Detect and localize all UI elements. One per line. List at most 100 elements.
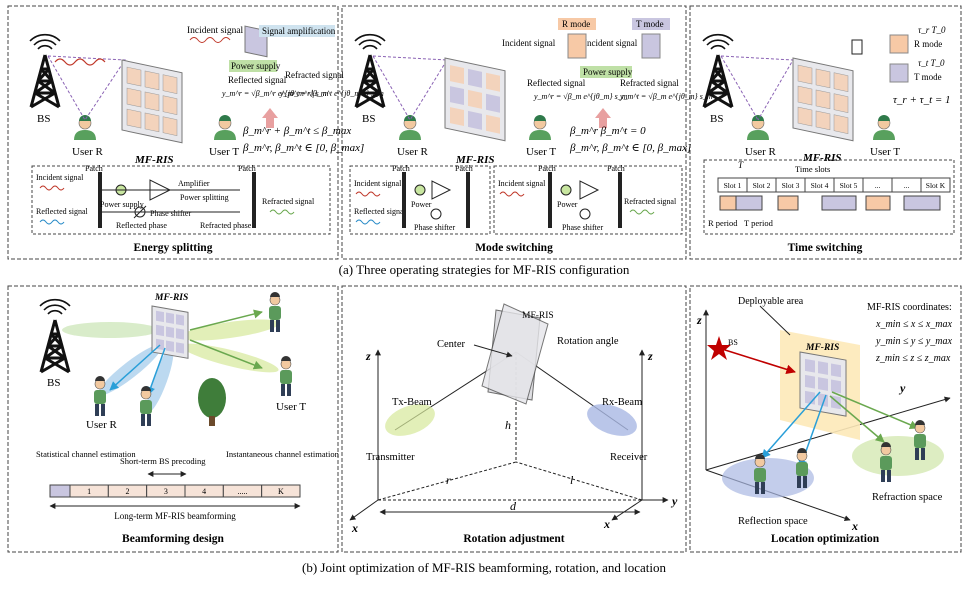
d-reflected-2: Reflected signal — [354, 207, 407, 216]
caption-b: (b) Joint optimization of MF-RIS beamfor… — [302, 560, 666, 575]
energy-splitting-scene: BS User R MF-RIS Incident signal Signal … — [28, 25, 384, 254]
ris-label-4: MF-RIS — [154, 293, 188, 303]
mode-constraint-2: β_m^r, β_m^t ∈ [0, β_max] — [569, 142, 691, 154]
transmitter-label: Transmitter — [366, 452, 415, 463]
up-arrow-icon-2 — [595, 108, 611, 128]
t-mode-label-3: T mode — [914, 72, 942, 82]
up-arrow-icon — [262, 108, 278, 128]
ris-label-2: MF-RIS — [455, 154, 495, 166]
d-patch-2: Patch — [238, 164, 256, 173]
mode-switching-title: Mode switching — [475, 242, 553, 254]
ris-label-loc: MF-RIS — [805, 343, 839, 353]
incident-2-label: Incident signal — [584, 38, 638, 48]
user-t-label-4: User T — [276, 401, 306, 413]
user-t-label-2: User T — [526, 146, 556, 158]
center-label: Center — [437, 339, 465, 350]
frame-block-label: 1 — [87, 487, 91, 496]
eq-refracted: y_m^t = √β_m^t e^{jθ_m^t} s_m — [279, 89, 384, 98]
ris-label-5: MF-RIS — [522, 311, 554, 321]
time-slot-label: Slot 4 — [811, 181, 829, 190]
d-patch-m1: Patch — [392, 164, 410, 173]
time-switching-scene: BS User R MF-RIS τ_r T_0 R mode τ_t T_0 … — [701, 25, 955, 254]
user-t-label: User T — [209, 146, 239, 158]
axis-z-loc: z — [696, 313, 702, 327]
axis-y: y — [670, 494, 678, 508]
frame-block-label: 3 — [164, 487, 168, 496]
d-incident-label: Incident signal — [36, 173, 84, 182]
axis-x-left: x — [351, 521, 358, 535]
refraction-space-label: Refraction space — [872, 492, 943, 503]
reflected-signal-label: Reflected signal — [228, 75, 287, 85]
mf-ris-panel-4 — [151, 305, 189, 359]
power-supply-box — [229, 60, 277, 72]
user-r-icon — [73, 114, 97, 141]
user-t-label-3: User T — [870, 146, 900, 158]
d-incident-1: Incident signal — [354, 179, 402, 188]
coord-x-range: x_min ≤ x ≤ x_max — [875, 319, 953, 330]
axis-x-loc: x — [851, 519, 858, 533]
label-h: h — [505, 418, 511, 432]
eq-r-2: y_m^r = √β_m e^{jθ_m} s_m — [533, 92, 628, 101]
coord-z-range: z_min ≤ z ≤ z_max — [875, 353, 951, 364]
incident-1-label: Incident signal — [502, 38, 556, 48]
user-t-icon-2 — [528, 114, 552, 141]
instantaneous-estimation-label: Instantaneous channel estimation — [226, 449, 340, 459]
panel-energy-splitting — [7, 5, 339, 260]
d-refracted-2: Refracted signal — [624, 197, 677, 206]
user-t-icon-4 — [279, 355, 293, 397]
time-slot-label: Slot 2 — [753, 181, 771, 190]
r-mode-label-3: R mode — [914, 39, 942, 49]
statistical-estimation-label: Statistical channel estimation — [36, 449, 136, 459]
user-icon-2 — [139, 385, 153, 427]
user-r-label-4: User R — [86, 419, 118, 431]
refracted-label-2: Refracted signal — [620, 78, 679, 88]
bs-tower-icon — [28, 33, 62, 109]
time-slot-label: Slot K — [926, 181, 946, 190]
r-mode-box — [558, 18, 596, 30]
tree-icon — [198, 378, 226, 418]
panel-beamforming — [7, 285, 339, 553]
t-mode-box — [632, 18, 670, 30]
refraction-space-area — [852, 436, 944, 476]
bs-label-4: BS — [47, 377, 60, 389]
label-d: d — [510, 499, 517, 513]
refracted-signal-label: Refracted signal — [285, 70, 344, 80]
axis-z-right: z — [647, 349, 653, 363]
time-constraint: τ_r + τ_t = 1 — [893, 94, 951, 106]
bs-star-icon — [707, 336, 731, 360]
d-amplifier-label: Amplifier — [178, 179, 210, 188]
frame-block-label: ..... — [238, 487, 248, 496]
axis-y-loc: y — [898, 381, 906, 395]
frame-block-label: K — [278, 487, 284, 496]
reflection-space-label: Reflection space — [738, 516, 808, 527]
d-incident-2: Incident signal — [498, 179, 546, 188]
t-period-length-label: T — [738, 160, 744, 170]
power-supply-label: Power supply — [231, 61, 281, 71]
time-slot-label: ... — [904, 181, 910, 190]
time-slot-label: ... — [875, 181, 881, 190]
location-scene: z x y Deployable area BS MF-RIS Reflecti… — [696, 296, 953, 545]
beamforming-scene: BS MF-RIS User T User R Statistical chan… — [36, 291, 340, 545]
time-slots-label: Time slots — [795, 164, 830, 174]
d-phase-2: Phase shifter — [562, 223, 603, 232]
panel-rotation — [341, 285, 687, 553]
user-r-icon-2 — [398, 114, 422, 141]
d-refracted-label: Refracted signal — [262, 197, 315, 206]
user-icon-loc-4 — [879, 441, 893, 483]
d-reflected-label: Reflected signal — [36, 207, 89, 216]
rotation-angle-label: Rotation angle — [557, 336, 619, 347]
bs-tower-icon-3 — [701, 33, 735, 109]
user-t-icon-3 — [872, 114, 896, 141]
rx-beam-label: Rx-Beam — [602, 397, 642, 408]
mf-ris-rotated-panels — [481, 303, 549, 405]
user-r-label: User R — [72, 146, 104, 158]
user-r-icon-3 — [746, 114, 770, 141]
time-slot-label: Slot 5 — [840, 181, 858, 190]
t-period-label: T period — [744, 218, 774, 228]
energy-constraint-1: β_m^r + β_m^t ≤ β_max — [242, 125, 351, 137]
bs-label-2: BS — [362, 113, 375, 125]
